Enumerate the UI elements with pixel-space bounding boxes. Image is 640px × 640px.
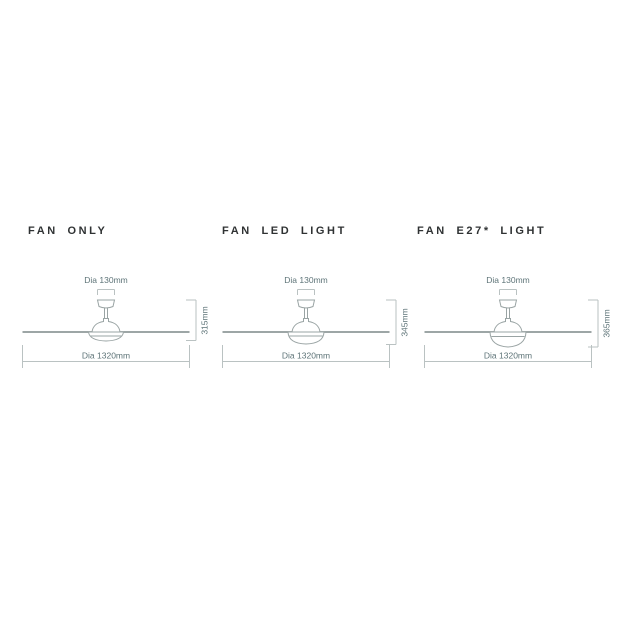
- fan-canopy: [296, 299, 316, 309]
- fan-downrod: [304, 308, 308, 319]
- fan-only-diagram: Dia 130mm 315mm Dia 1320mm: [0, 266, 212, 378]
- diagram-title-fan-only: FAN ONLY: [28, 225, 108, 237]
- height-dim-label: 315mm: [200, 306, 210, 334]
- fan-led-light-drawing: Dia 130mm 345mm Dia 1320mm: [222, 275, 410, 368]
- height-dim-label: 345mm: [400, 308, 410, 336]
- canopy-dia-label: Dia 130mm: [486, 275, 529, 285]
- fan-only-drawing: Dia 130mm 315mm Dia 1320mm: [22, 275, 210, 368]
- fan-e27-light-drawing: Dia 130mm 365mm Dia 1320mm: [424, 275, 612, 368]
- height-dim-bracket: [588, 299, 599, 348]
- fan-canopy: [498, 299, 518, 309]
- canopy-dia-label: Dia 130mm: [84, 275, 127, 285]
- canopy-dim-bracket: [97, 289, 115, 295]
- led-light-dome: [287, 331, 325, 345]
- blade-dia-label: Dia 1320mm: [82, 351, 130, 361]
- e27-light-dome: [489, 331, 527, 348]
- blade-dia-bracket: [424, 345, 592, 368]
- fan-led-light-diagram: Dia 130mm 345mm Dia 1320mm: [200, 266, 412, 378]
- blade-dia-label: Dia 1320mm: [484, 351, 532, 361]
- blade-dia-label: Dia 1320mm: [282, 351, 330, 361]
- height-dim-label: 365mm: [602, 309, 612, 337]
- canopy-dia-label: Dia 130mm: [284, 275, 327, 285]
- blade-dia-bracket: [22, 345, 190, 368]
- fan-downrod: [104, 308, 108, 319]
- canopy-dim-bracket: [297, 289, 315, 295]
- fan-e27-light-diagram: Dia 130mm 365mm Dia 1320mm: [402, 266, 614, 378]
- fan-downrod: [506, 308, 510, 319]
- diagram-title-fan-led-light: FAN LED LIGHT: [222, 225, 347, 237]
- height-dim-bracket: [186, 299, 197, 341]
- fan-canopy: [96, 299, 116, 309]
- blade-dia-bracket: [222, 345, 390, 368]
- canopy-dim-bracket: [499, 289, 517, 295]
- fan-motor-housing: [291, 318, 321, 333]
- height-dim-bracket: [386, 299, 397, 345]
- fan-motor-housing: [493, 318, 523, 333]
- fan-motor-housing: [91, 318, 121, 333]
- diagram-title-fan-e27-light: FAN E27* LIGHT: [417, 225, 547, 237]
